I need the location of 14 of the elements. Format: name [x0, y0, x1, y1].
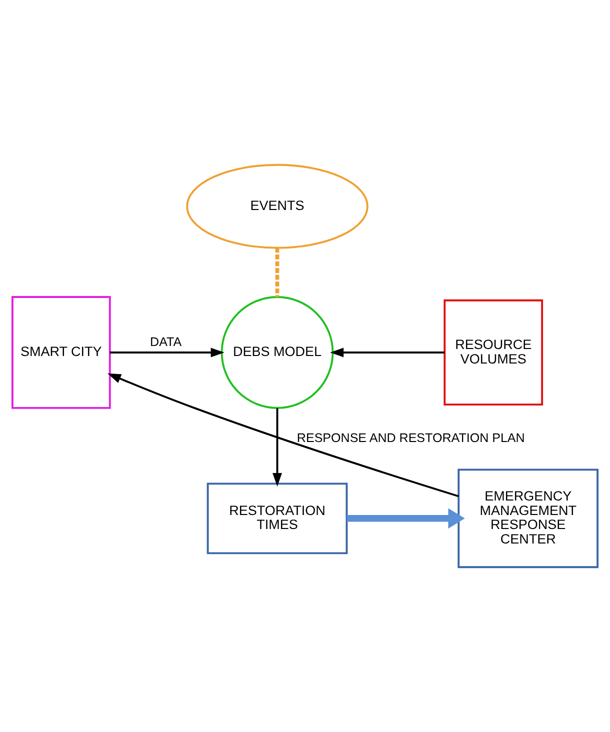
- arrow: [107, 373, 459, 498]
- edge-label: DATA: [150, 335, 182, 350]
- edge-label: RESPONSE AND RESTORATION PLAN: [296, 431, 525, 446]
- arrow: [346, 508, 465, 529]
- connector: [275, 248, 280, 298]
- arrow: [272, 408, 282, 487]
- node-box: RESOURCE VOLUMES: [444, 299, 544, 406]
- node-ellipse: EVENTS: [186, 164, 368, 249]
- node-circle: DEBS MODEL: [220, 296, 334, 409]
- node-box: EMERGENCY MANAGEMENT RESPONSE CENTER: [458, 468, 598, 568]
- node-box: SMART CITY: [12, 296, 111, 409]
- arrow: [110, 348, 224, 358]
- arrow: [330, 348, 444, 358]
- node-box: RESTORATION TIMES: [206, 482, 348, 554]
